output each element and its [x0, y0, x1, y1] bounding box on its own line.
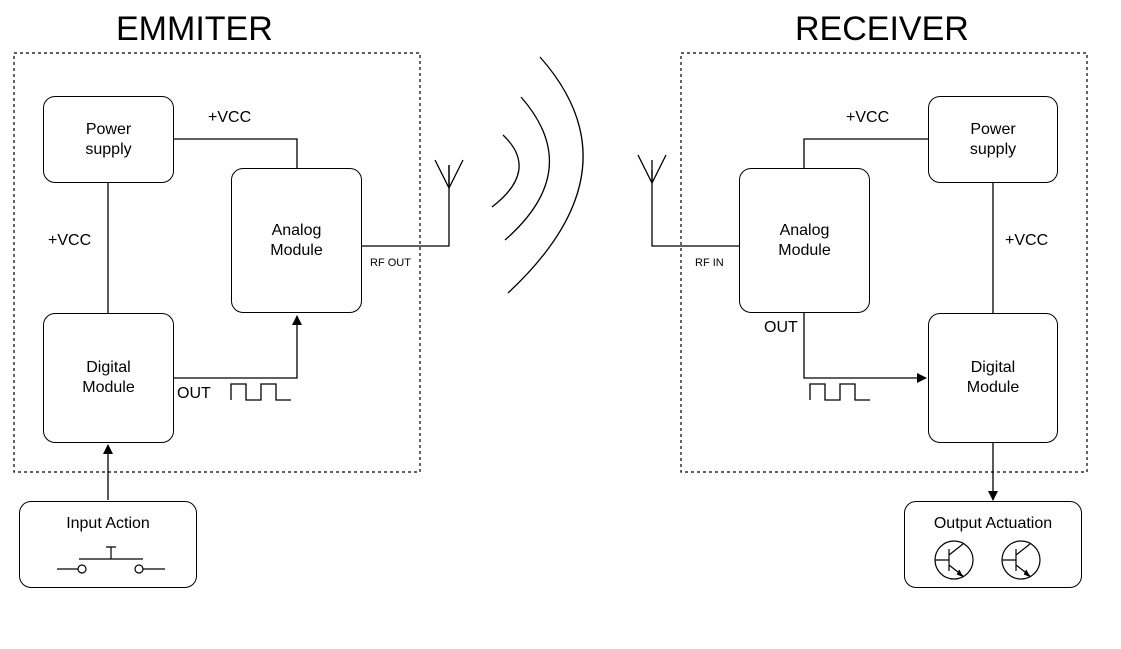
emitter-rf-out-label: RF OUT: [370, 257, 411, 269]
input-action-box: Input Action: [19, 501, 197, 588]
emitter-vcc-top-label: +VCC: [208, 109, 252, 126]
push-button-switch-icon: [57, 546, 165, 574]
emitter-vcc-left-label: +VCC: [48, 232, 92, 249]
emitter-boundary: [13, 52, 421, 473]
emitter-pulse-wave: [230, 383, 291, 401]
receiver-title: RECEIVER: [795, 10, 969, 48]
receiver-rf-in-label: RF IN: [695, 257, 724, 269]
emitter-out-label: OUT: [177, 385, 211, 402]
receiver-out-label: OUT: [764, 319, 798, 336]
emitter-wiring: [103, 138, 450, 500]
receiver-vcc-top-label: +VCC: [846, 109, 890, 126]
output-actuation-box: Output Actuation: [904, 501, 1082, 588]
output-actuation-label: Output Actuation: [933, 515, 1053, 532]
emitter-title: EMMITER: [116, 10, 273, 48]
receiver-vcc-right-label: +VCC: [1005, 232, 1049, 249]
receiver-wiring: [651, 138, 998, 501]
transistor-icon: [934, 540, 1041, 580]
emitter-antenna-icon: [434, 159, 464, 190]
radio-waves: [491, 56, 584, 294]
receiver-boundary: [680, 52, 1088, 473]
receiver-pulse-wave: [809, 383, 870, 401]
input-action-label: Input Action: [66, 515, 150, 532]
